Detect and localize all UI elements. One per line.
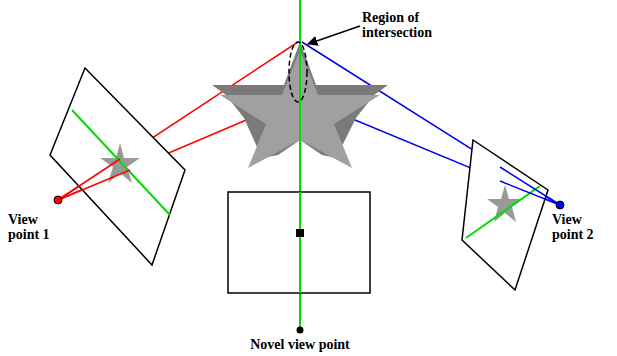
view-point-dot — [556, 201, 564, 209]
image-plane-1 — [50, 68, 185, 265]
novel-image — [228, 192, 370, 293]
novel-ray — [299, 0, 301, 330]
view-point-dot — [297, 327, 304, 334]
image-plane-2 — [462, 140, 548, 290]
star-object — [212, 42, 388, 168]
intersection-ellipse — [289, 42, 307, 102]
viewpoint-label: View point 1 — [8, 212, 63, 242]
viewpoint-label: View point 2 — [552, 212, 607, 242]
viewpoint-label: Novel view point — [230, 337, 370, 352]
callout-label: Region of intersection — [362, 10, 467, 40]
view-point-dot — [54, 196, 62, 204]
leader-arrow — [308, 26, 360, 44]
